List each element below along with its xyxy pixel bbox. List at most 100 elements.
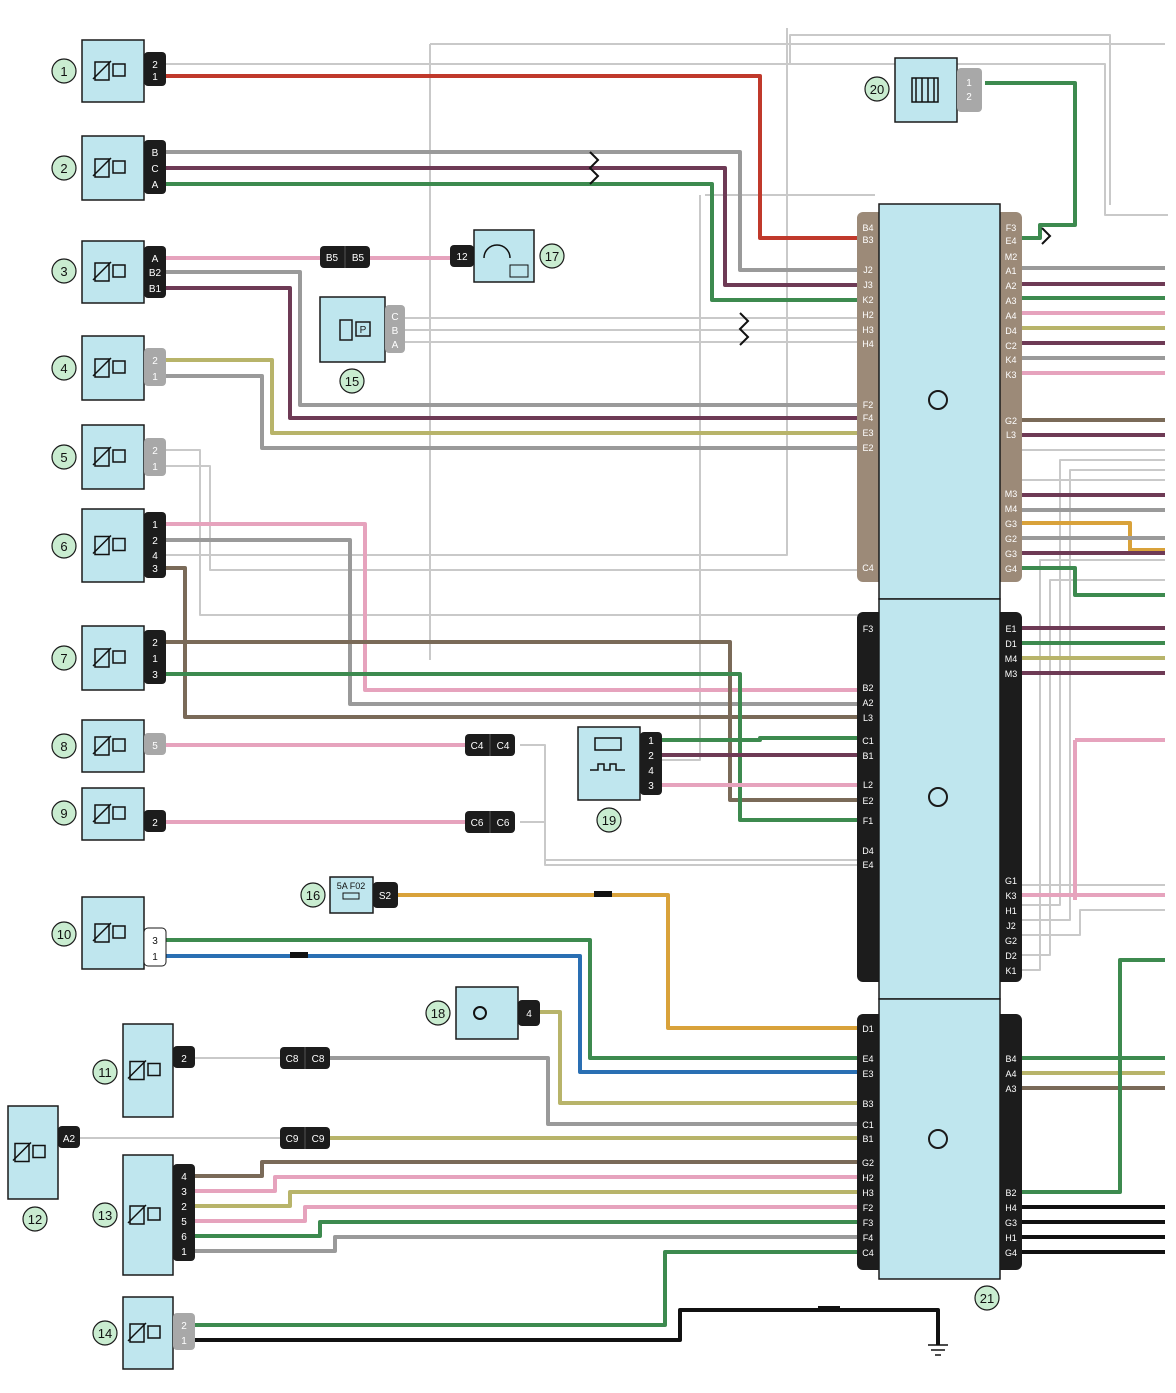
component-17-number-badge	[539, 243, 565, 269]
ecu-pin-label: J2	[1006, 921, 1016, 931]
component-20-pin-1: 1	[966, 78, 972, 89]
ecu-pin-labels: B4B3J2J3K2H2H3H4F2F4E3E2C4F3E4M2A1A2A3A4…	[862, 223, 1017, 1258]
ecu-pin-label: G3	[1005, 549, 1017, 559]
inline-connector-right-label: C4	[497, 741, 510, 752]
wire-white-5-2	[166, 449, 860, 616]
component-2-number-badge	[51, 155, 77, 181]
ecu-pin-label: B1	[862, 1134, 873, 1144]
component-21-number-badge	[974, 1285, 1000, 1311]
wire-pink-13-5	[195, 1205, 860, 1223]
component-21-number: 21	[980, 1291, 994, 1306]
component-13-pin: 4	[181, 1172, 187, 1183]
splice-orange	[594, 891, 612, 897]
wire-green-14-2	[195, 1250, 860, 1327]
ecu-pin-label: C1	[862, 1120, 874, 1130]
wire-white-5-1	[166, 465, 860, 571]
sensor-plug-icon	[92, 60, 126, 81]
ecu-pin-label: D4	[1005, 326, 1017, 336]
component-1-pin: 2	[152, 60, 158, 71]
component-4: 214	[51, 335, 166, 401]
ecu-pin-label: J3	[863, 280, 873, 290]
component-19-pin-4: 4	[648, 766, 654, 777]
component-5: 215	[51, 424, 166, 490]
component-16-number: 16	[306, 888, 320, 903]
ecu-pin-label: G2	[1005, 936, 1017, 946]
component-13-connector	[173, 1164, 195, 1261]
ground-relay-icon	[127, 1322, 161, 1343]
ecu-pin-label: F3	[863, 1218, 874, 1228]
component-19-number: 19	[602, 813, 616, 828]
component-8: 58	[51, 719, 166, 773]
component-14-pin: 1	[181, 1336, 187, 1347]
throttle-position-icon	[92, 647, 126, 668]
wire-red-1	[166, 74, 875, 240]
component-13-pin: 6	[181, 1232, 187, 1243]
ecu-pin-label: H3	[862, 325, 874, 335]
component-17-pin: 12	[456, 252, 468, 263]
wire-white-c4	[520, 744, 860, 861]
ecu-module: B4B3J2J3K2H2H3H4F2F4E3E2C4F3E4M2A1A2A3A4…	[857, 203, 1022, 1280]
component-13-number-badge	[92, 1202, 118, 1228]
ecu-block2-body	[878, 598, 1001, 1000]
component-7-pin: 2	[152, 638, 158, 649]
component-15-pin-b: B	[392, 326, 399, 337]
ecu-pin-label: A2	[862, 698, 873, 708]
inline-connector-right-label: C8	[312, 1054, 325, 1065]
wire-green-10	[166, 938, 860, 1060]
ecu-pin-label: B2	[862, 683, 873, 693]
wire-grey-13-1	[195, 1235, 860, 1253]
component-15-pin-c: C	[391, 312, 398, 323]
oxygen-sensor-icon	[590, 737, 625, 771]
ecu-pin-label: E1	[1005, 624, 1016, 634]
ecu-pin-label: E4	[862, 1054, 873, 1064]
component-19-number-badge	[596, 807, 622, 833]
fuse-icon	[342, 892, 360, 900]
component-17: 12 17	[450, 229, 565, 283]
wire-white-top-2	[166, 34, 1111, 205]
component-14-pin: 2	[181, 1321, 187, 1332]
wire-blue-10	[166, 954, 860, 1074]
wire-purple-3b1	[166, 286, 875, 420]
component-20: 1 2 20	[864, 57, 982, 123]
component-20-number: 20	[870, 82, 884, 97]
wire-grey-3b2	[166, 270, 875, 407]
ecu-pin-label: L3	[1006, 430, 1016, 440]
wire-olive-4	[166, 358, 875, 435]
wire-white-c6	[520, 821, 860, 866]
component-5-connector	[144, 438, 166, 476]
component-6-pin: 1	[152, 520, 158, 531]
wire-purple-2c	[166, 166, 875, 287]
component-8-number-badge	[51, 733, 77, 759]
svg-text:P: P	[360, 325, 367, 336]
wire-right-b2	[1015, 958, 1165, 1194]
wire-white-g2	[1015, 909, 1165, 936]
component-5-pin: 1	[152, 462, 158, 473]
ecu-pin-label: H3	[862, 1188, 874, 1198]
component-5-number: 5	[60, 450, 67, 465]
splice-blue	[290, 952, 308, 958]
ecu-pin-label: B1	[862, 751, 873, 761]
component-11: 211	[92, 1023, 195, 1118]
gauge-icon	[483, 244, 511, 259]
component-14-connector	[173, 1313, 195, 1350]
ecu-pin-label: M3	[1005, 669, 1018, 679]
ecu-pin-label: A4	[1005, 311, 1016, 321]
ecu-pin-label: B3	[862, 1099, 873, 1109]
ecu-pin-label: C2	[1005, 341, 1017, 351]
ecu-pin-label: F1	[863, 816, 874, 826]
component-15-number: 15	[345, 374, 359, 389]
component-19-body	[577, 726, 641, 801]
ecu-pin-label: F3	[863, 624, 874, 634]
component-2-pin: A	[152, 180, 159, 191]
inline-connector-right-label: B5	[352, 253, 365, 264]
component-20-pin-2: 2	[966, 92, 972, 103]
wire-white-k1	[1015, 559, 1165, 971]
ecu-block3-body	[878, 998, 1001, 1280]
wire-pink-6	[166, 522, 860, 692]
component-6-number-badge	[51, 533, 77, 559]
wire-brown-13-4	[195, 1160, 860, 1178]
